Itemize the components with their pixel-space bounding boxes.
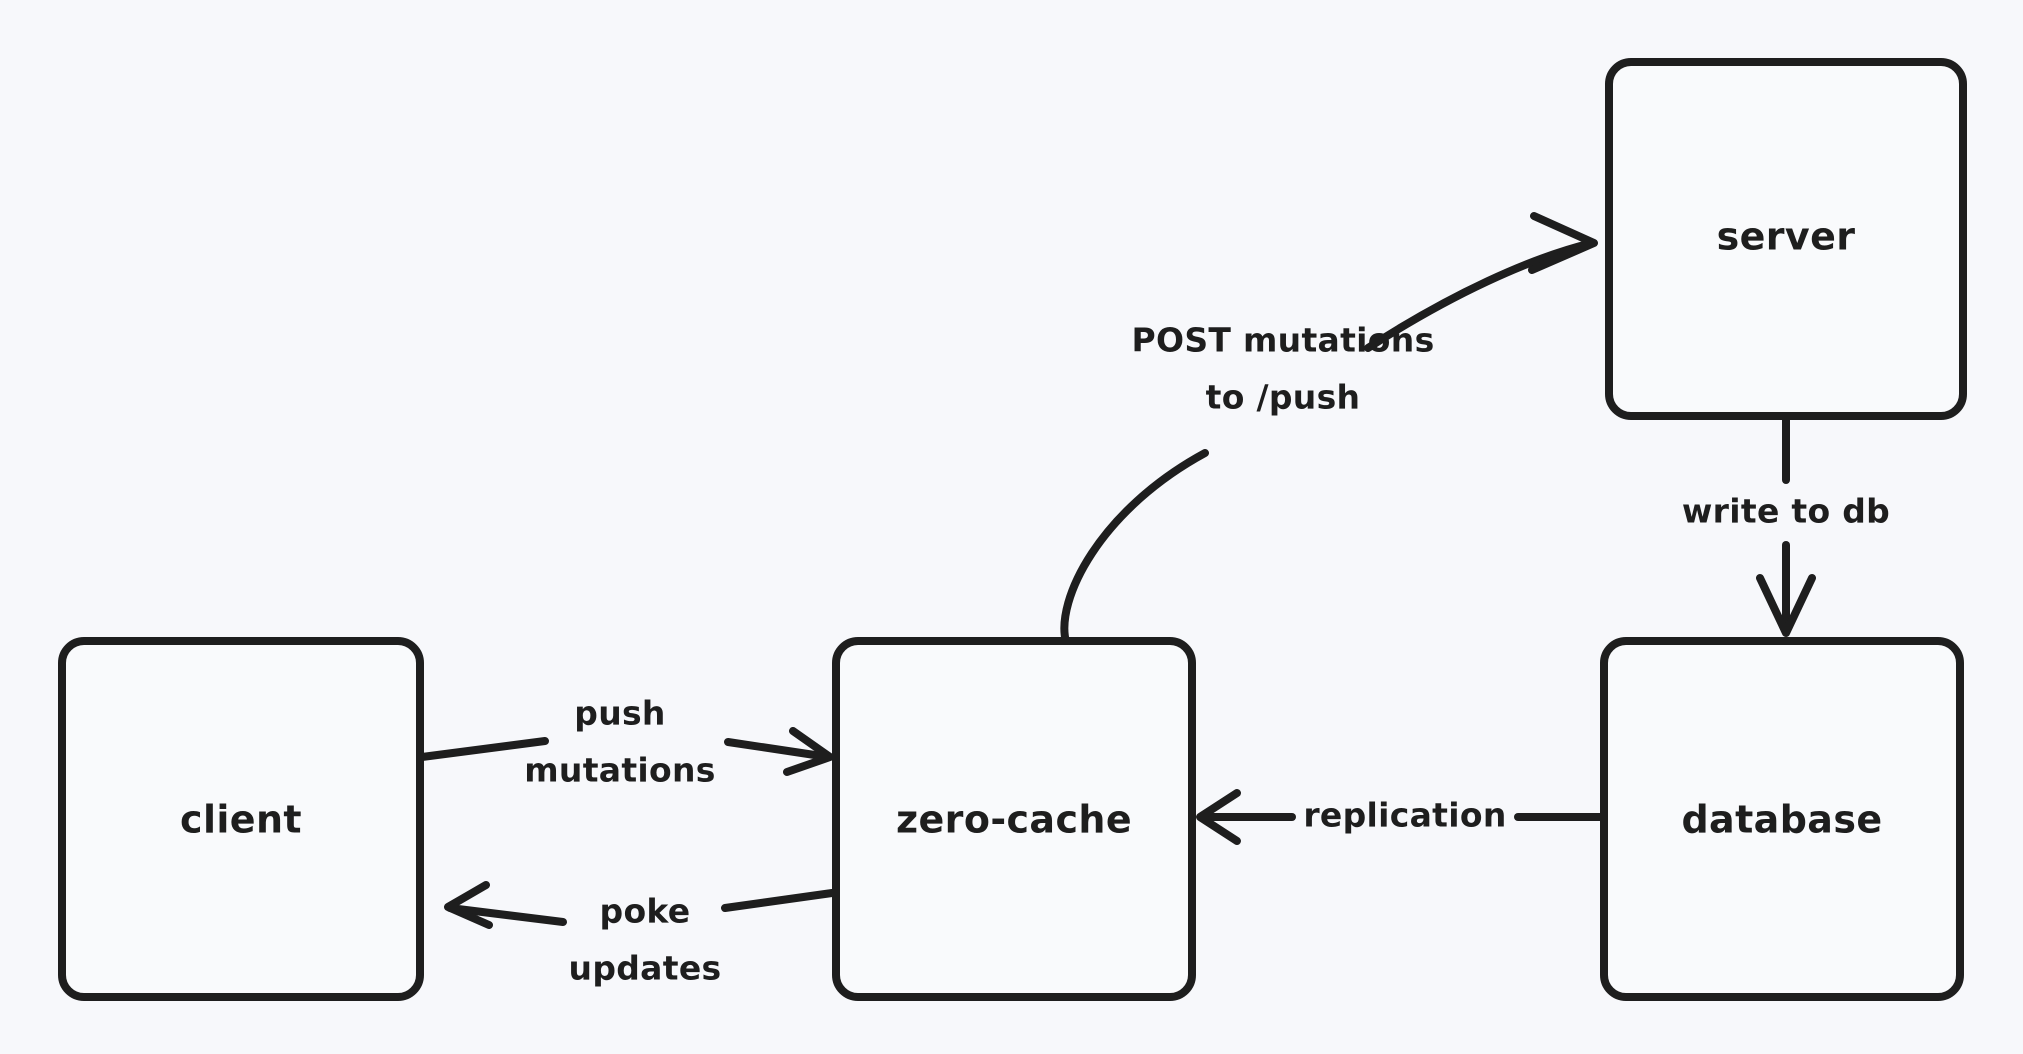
edge-line-post-mutations-upper [1364,239,1596,352]
node-database-box[interactable] [1600,637,1964,1001]
edge-server-to-database: write to db [1682,412,1890,637]
edge-line-poke-updates-right [721,889,836,912]
edge-line-push-mutations-left [418,737,549,761]
edge-line-post-mutations-lower [1060,449,1209,646]
edge-label-post-mutations-line2: to /push [1206,378,1361,417]
edge-line-poke-updates-left [446,904,567,926]
edge-label-push-mutations-line2: mutations [524,751,716,790]
edge-label-push-mutations-line1: push [574,694,665,733]
edge-zero-cache-to-client: poke updates [444,881,836,988]
node-zero-cache-label: zero-cache [896,798,1132,842]
arrowhead-replication [1196,789,1241,845]
node-server-label: server [1717,215,1856,259]
edge-database-to-zero-cache: replication [1196,789,1604,845]
node-client-box[interactable] [58,637,424,1001]
node-zero-cache-box[interactable] [832,637,1196,1001]
node-client[interactable]: client [58,637,424,1001]
node-server-box[interactable] [1605,58,1967,420]
node-zero-cache[interactable]: zero-cache [832,637,1196,1001]
arrowhead-poke-updates [444,881,493,929]
node-server[interactable]: server [1605,58,1967,420]
node-database[interactable]: database [1600,637,1964,1001]
edge-label-post-mutations-line1: POST mutations [1131,321,1434,360]
node-client-label: client [180,798,302,842]
arrowhead-post-mutations [1528,212,1598,274]
edge-label-replication: replication [1303,796,1506,835]
edge-zero-cache-to-server: POST mutations to /push [1060,212,1598,646]
edge-line-push-mutations-right [724,738,832,761]
edge-label-poke-updates-line1: poke [600,892,691,931]
node-database-label: database [1681,798,1882,842]
arrowhead-write-to-db [1756,574,1816,637]
arrowhead-push-mutations [783,727,834,776]
edge-label-poke-updates-line2: updates [569,949,722,988]
edge-label-write-to-db: write to db [1682,492,1890,531]
edge-client-to-zero-cache: push mutations [418,694,834,790]
